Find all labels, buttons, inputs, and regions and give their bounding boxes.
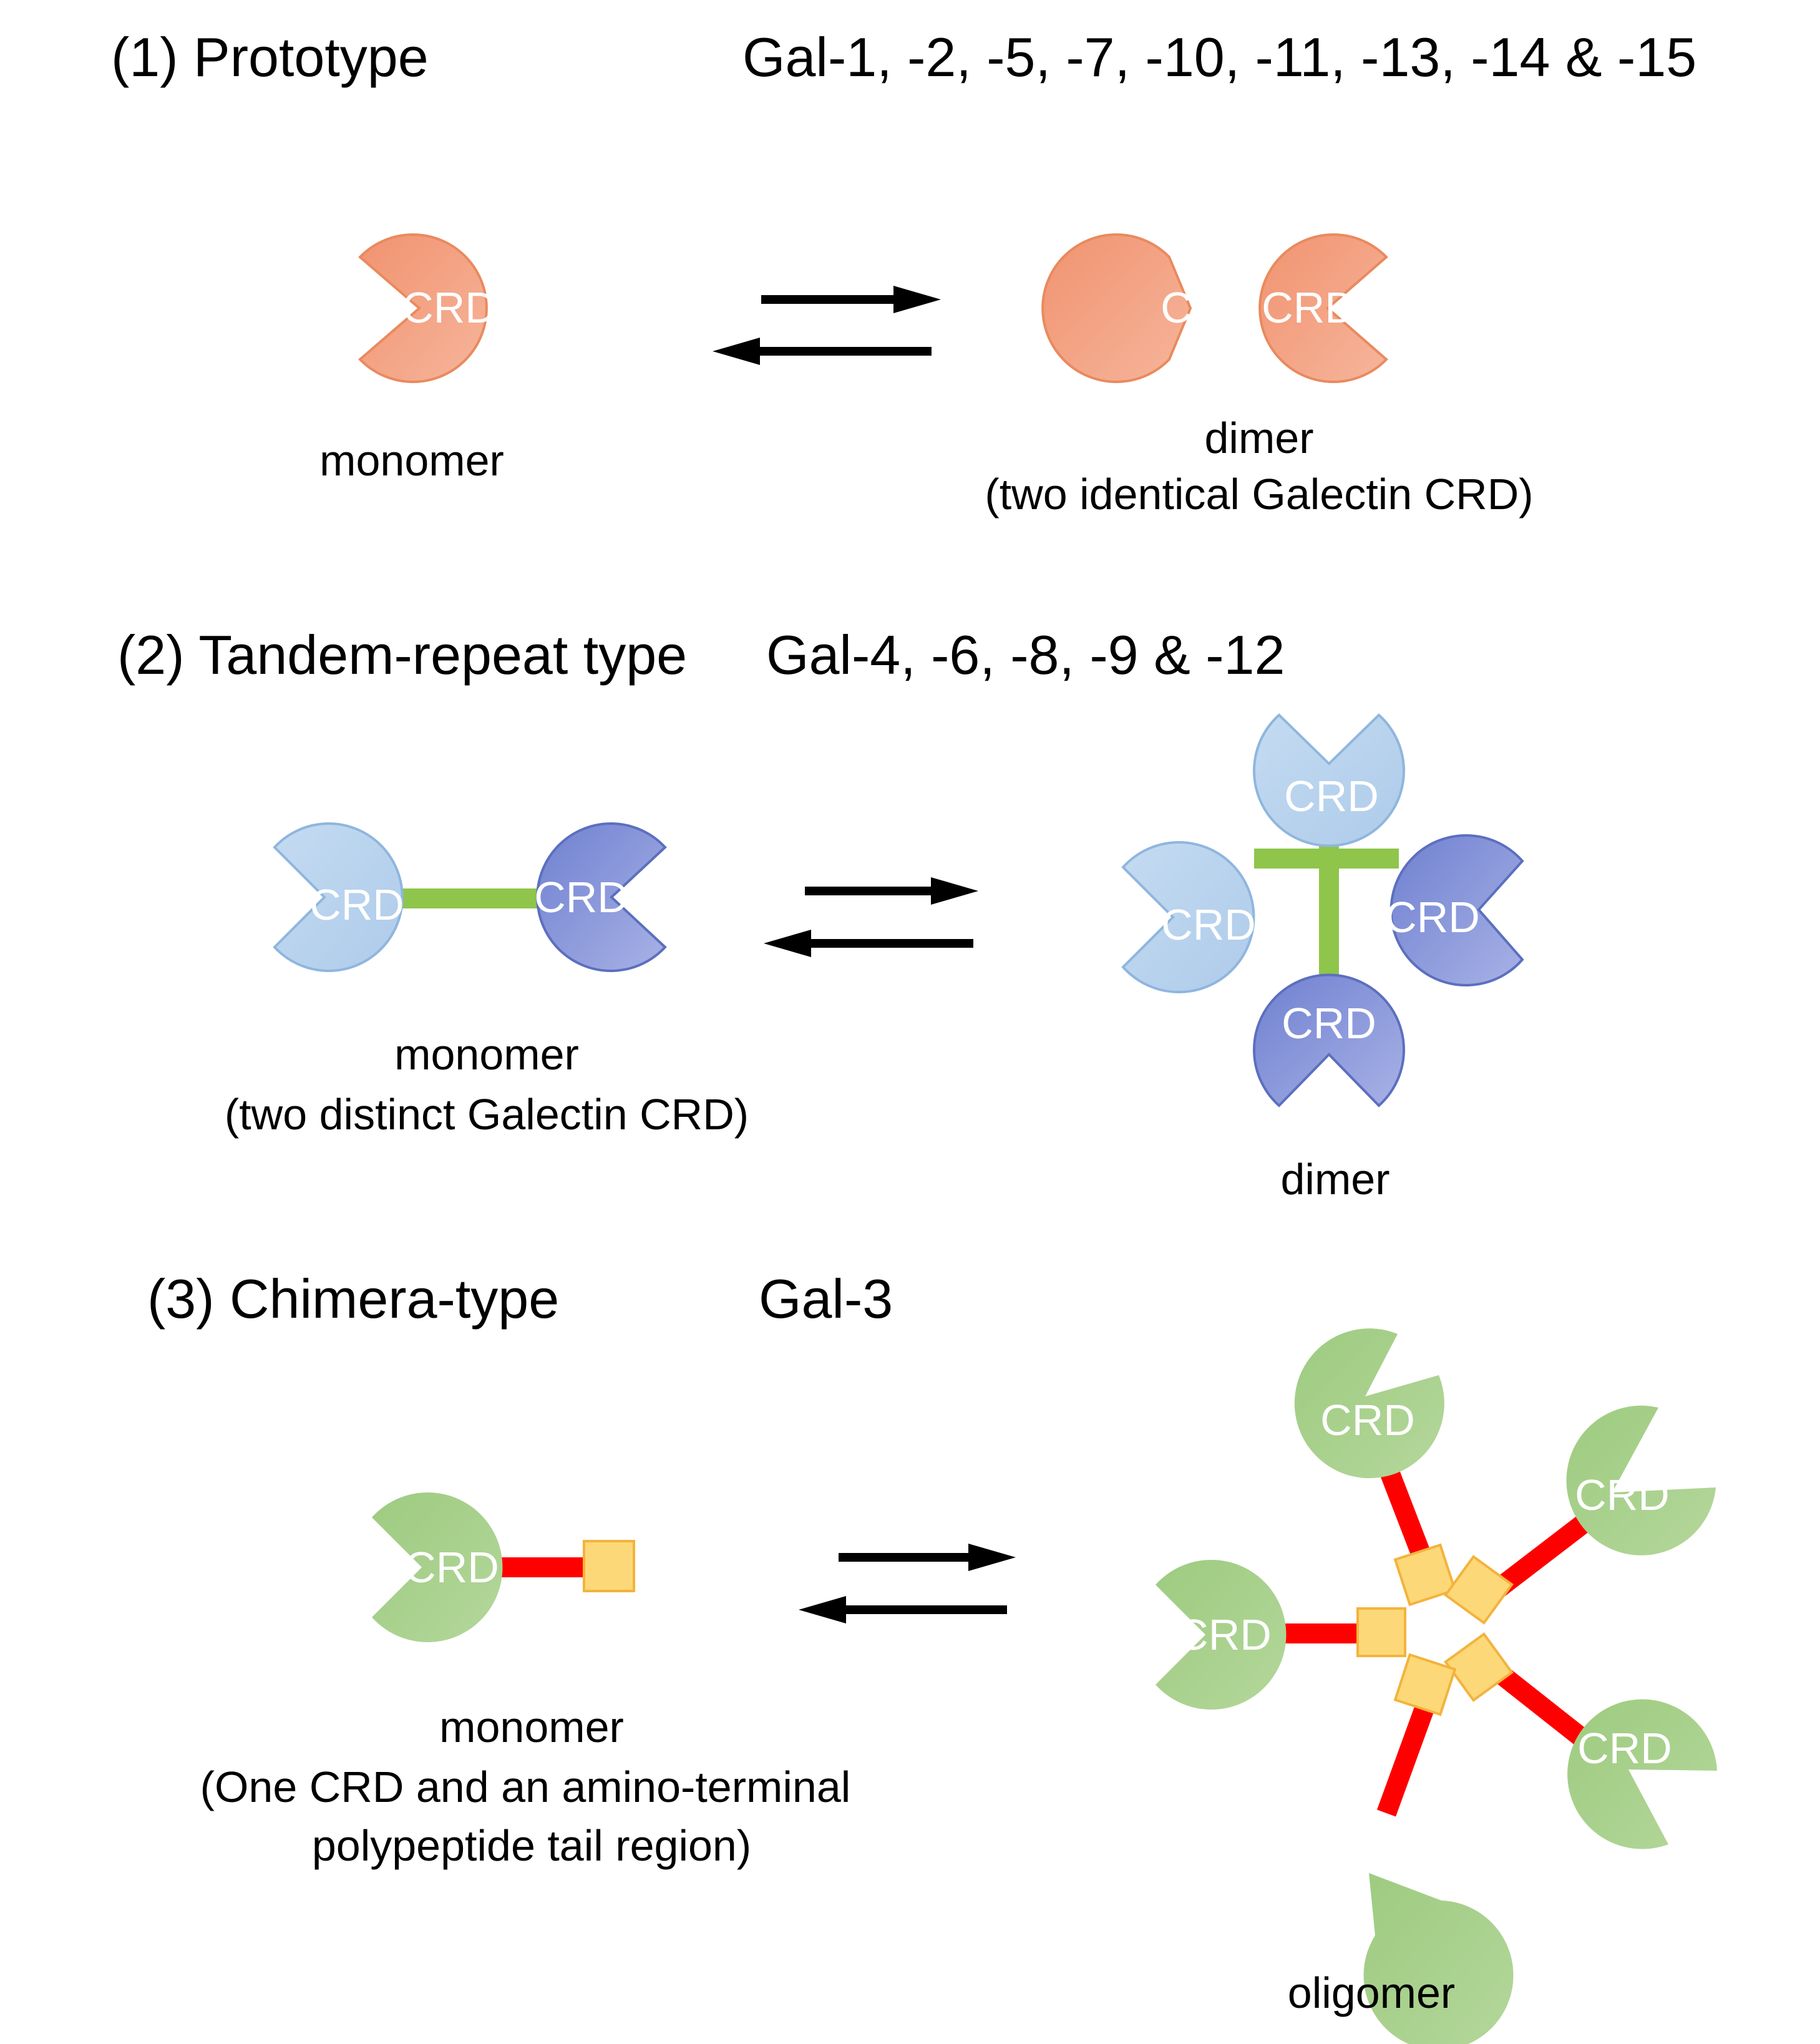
section-heading-chimera: (3) Chimera-type: [147, 1268, 559, 1330]
crd-shape: [1258, 233, 1388, 383]
crd-oligomer-bottom: CRD: [1320, 1824, 1514, 2044]
oligomer-tails: [1356, 1543, 1514, 1716]
crd-oligomer-lower-right: CRD: [1567, 1699, 1717, 1849]
members-prototype: Gal-1, -2, -5, -7, -10, -11, -13, -14 & …: [742, 26, 1696, 88]
chimera-monomer-caption: monomer: [439, 1703, 624, 1751]
crd-shape: [536, 822, 667, 972]
prototype-dimer-caption-detail: (two identical Galectin CRD): [985, 470, 1533, 518]
crd-shape: [1567, 1699, 1717, 1849]
equilibrium-arrows-1: [713, 286, 941, 365]
crd-tandem-dimer-bottom: CRD: [1253, 973, 1405, 1107]
crd-label: CRD: [534, 873, 629, 922]
green-linker: [399, 888, 549, 908]
crd-tandem-monomer-light: CRD: [273, 822, 404, 972]
crd-prototype-dimer-right: CRD: [1258, 233, 1388, 383]
section-heading-tandem-repeat: (2) Tandem-repeat type: [117, 624, 687, 686]
crd-shape: [1294, 1328, 1444, 1479]
crd-tandem-dimer-left: CRD: [1121, 841, 1256, 993]
crd-label: CRD: [1320, 1396, 1415, 1444]
crd-shape: [358, 233, 488, 383]
crd-label: CRD: [309, 880, 404, 929]
crd-label: CRD: [1320, 1824, 1415, 1872]
crd-prototype-dimer-left: CRD: [1041, 233, 1255, 383]
prototype-dimer-caption: dimer: [1204, 414, 1313, 462]
members-chimera: Gal-3: [759, 1268, 893, 1330]
equilibrium-arrows-3: [799, 1544, 1016, 1623]
tail-square: [1393, 1543, 1457, 1607]
tail-square: [1356, 1607, 1406, 1657]
crd-oligomer-upper-right: CRD: [1566, 1405, 1716, 1555]
crd-shape: [1041, 233, 1192, 383]
crd-label: CRD: [1575, 1471, 1670, 1519]
crd-shape: [1253, 713, 1405, 847]
crd-label: CRD: [1284, 772, 1379, 820]
section-tandem-repeat: (2) Tandem-repeat type Gal-4, -6, -8, -9…: [117, 624, 1524, 1204]
red-tail-linker: [487, 1557, 586, 1577]
crd-label: CRD: [1177, 1610, 1272, 1659]
crd-label: CRD: [1577, 1724, 1672, 1773]
crd-prototype-monomer: CRD: [358, 233, 497, 383]
tandem-dimer-caption: dimer: [1280, 1155, 1389, 1204]
section-prototype: (1) Prototype Gal-1, -2, -5, -7, -10, -1…: [111, 26, 1696, 518]
section-heading-prototype: (1) Prototype: [111, 26, 429, 88]
members-tandem-repeat: Gal-4, -6, -8, -9 & -12: [766, 624, 1285, 686]
oligomer-linkers: [1254, 1454, 1595, 1817]
tail-square: [1393, 1653, 1457, 1716]
crd-oligomer-left: CRD: [1156, 1560, 1287, 1710]
green-linker-vertical: [1319, 842, 1339, 980]
crd-shape: [1389, 834, 1524, 986]
crd-label: CRD: [1161, 900, 1256, 949]
chimera-monomer-caption-detail-1: (One CRD and an amino-terminal: [200, 1763, 851, 1811]
crd-label: CRD: [402, 283, 497, 332]
crd-oligomer-top: CRD: [1294, 1328, 1444, 1479]
chimera-oligomer-caption: oligomer: [1288, 1969, 1455, 2017]
crd-shape: [1363, 1873, 1514, 2044]
prototype-monomer-caption: monomer: [319, 436, 504, 485]
crd-tandem-monomer-dark: CRD: [534, 822, 667, 972]
equilibrium-arrows-2: [764, 877, 978, 957]
crd-shape: [1566, 1405, 1716, 1555]
crd-chimera-monomer: CRD: [372, 1492, 503, 1643]
tandem-monomer-caption-detail: (two distinct Galectin CRD): [225, 1090, 749, 1139]
section-chimera: (3) Chimera-type Gal-3 CRD monomer (One …: [147, 1268, 1717, 2044]
crd-label: CRD: [1161, 283, 1255, 332]
crd-label: CRD: [1262, 283, 1356, 332]
crd-label: CRD: [1282, 999, 1376, 1048]
crd-shape: [372, 1492, 503, 1643]
crd-shape: [273, 822, 404, 972]
crd-shape: [1156, 1560, 1287, 1710]
tail-square: [1444, 1555, 1514, 1625]
crd-label: CRD: [1385, 893, 1480, 942]
crd-tandem-dimer-right: CRD: [1385, 834, 1524, 986]
crd-label: CRD: [404, 1543, 499, 1592]
tail-square: [1444, 1632, 1514, 1702]
tail-square: [583, 1540, 635, 1592]
crd-shape: [1253, 973, 1405, 1107]
crd-shape: [1121, 841, 1255, 993]
tandem-monomer-caption: monomer: [394, 1030, 579, 1079]
crd-tandem-dimer-top: CRD: [1253, 713, 1405, 847]
chimera-monomer-caption-detail-2: polypeptide tail region): [312, 1821, 751, 1870]
